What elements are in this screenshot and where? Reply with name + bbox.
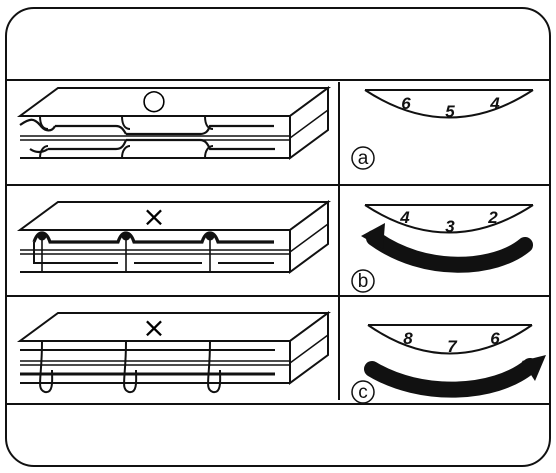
row-label-a: a	[358, 148, 369, 169]
rotate-right-arrowhead-icon	[522, 355, 546, 381]
fabric-illustration-c	[16, 311, 332, 394]
row-label-badge-a	[351, 146, 375, 170]
outer-frame	[5, 7, 551, 467]
dial-illustration-a: 6 5 4	[364, 89, 534, 121]
fabric-illustration-b	[16, 200, 332, 274]
result-mark-b: ×	[142, 200, 165, 233]
dial-number-a-left: 6	[401, 94, 411, 113]
dial-number-c-right: 6	[490, 329, 500, 348]
rotate-left-arrowhead-icon	[361, 223, 385, 249]
result-mark-a: ○	[142, 83, 166, 116]
rotate-left-arrow-icon	[366, 230, 533, 273]
dial-number-c-center: 7	[447, 337, 458, 356]
dial-illustration-b: 4 3 2	[364, 204, 534, 236]
row-label-badge-b	[351, 269, 375, 293]
dial-illustration-c: 8 7 6	[367, 324, 533, 356]
row-label-badge-c	[351, 380, 375, 404]
row-label-b: b	[358, 271, 369, 292]
dial-number-b-right: 2	[487, 208, 498, 227]
rotate-right-arrow-icon	[364, 358, 538, 398]
row-a: ○ 6 5 4 a	[16, 83, 534, 170]
row-label-c: c	[358, 382, 368, 403]
dial-number-b-center: 3	[445, 217, 455, 236]
dial-number-c-left: 8	[403, 329, 413, 348]
dial-number-a-right: 4	[489, 94, 500, 113]
row-b: × 4 3 2 b	[16, 200, 534, 293]
result-mark-c: ×	[142, 311, 165, 344]
row-c: × 8 7 6 c	[16, 311, 546, 404]
table-frame	[5, 79, 551, 405]
dial-number-b-left: 4	[399, 208, 410, 227]
dial-number-a-center: 5	[445, 102, 455, 121]
fabric-illustration-a	[16, 86, 332, 160]
